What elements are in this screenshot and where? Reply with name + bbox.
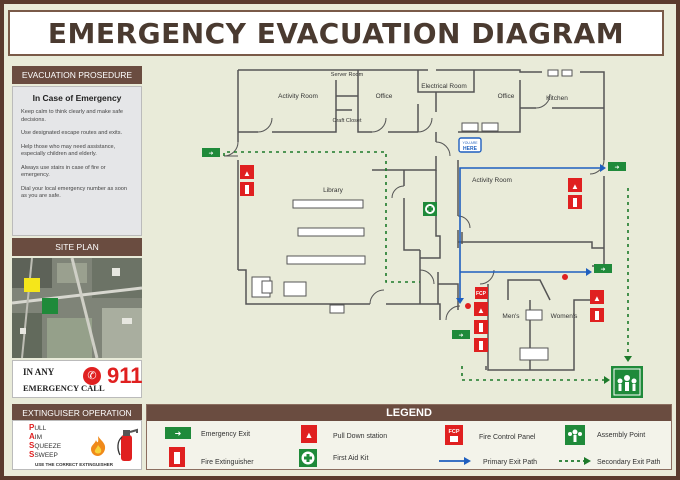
emergency-exit-icon: ➜	[165, 427, 191, 439]
room-label: Kitchen	[546, 95, 568, 102]
svg-text:➜: ➜	[614, 165, 619, 171]
pass-step: SQUEEZE	[29, 441, 62, 450]
extinguisher-header: EXTINGUISER OPERATION	[12, 404, 142, 422]
first-aid-icon	[423, 202, 437, 216]
emergency-call-panel: IN ANY ✆ 911 EMERGENCY CALL	[12, 360, 143, 398]
svg-text:▲: ▲	[571, 182, 579, 191]
svg-text:YOU ARE: YOU ARE	[462, 141, 478, 145]
pull-station-icon	[240, 165, 254, 179]
room-label: Server Room	[331, 72, 364, 78]
floor-plan: Activity Room Server Room Craft Closet O…	[146, 64, 672, 400]
svg-text:▲: ▲	[243, 169, 251, 178]
pass-step: SSWEEP	[29, 450, 58, 459]
room-label: Craft Closet	[332, 118, 362, 124]
emergency-call-line1: IN ANY	[23, 367, 55, 377]
svg-text:➜: ➜	[175, 429, 182, 438]
legend-label: Secondary Exit Path	[597, 459, 661, 466]
legend-panel: LEGEND ➜ Emergency Exit Fire Extinguishe…	[146, 404, 672, 470]
svg-text:▲: ▲	[305, 430, 314, 440]
fire-control-panel-icon: FCP	[445, 425, 463, 445]
procedure-item: Keep calm to think clearly and make safe…	[21, 109, 123, 123]
secondary-path-icon	[559, 457, 591, 465]
page-title: EMERGENCY EVACUATION DIAGRAM	[8, 10, 664, 56]
room-label: Office	[376, 93, 393, 100]
extinguisher-icon	[117, 428, 138, 461]
legend-header: LEGEND	[147, 405, 671, 421]
room-label: Library	[323, 187, 344, 194]
emergency-exit-icon: ➜	[594, 264, 612, 273]
svg-text:➜: ➜	[208, 151, 213, 157]
legend-label: Fire Control Panel	[479, 434, 536, 441]
extinguisher-panel: PULL AIM SQUEEZE SSWEEP USE THE CORRECT …	[12, 420, 142, 470]
svg-text:HERE: HERE	[463, 146, 478, 152]
room-label: Activity Room	[278, 93, 318, 100]
emergency-number: 911	[107, 363, 143, 388]
fire-extinguisher-icon	[169, 447, 185, 467]
pass-step: AIM	[29, 432, 43, 441]
assembly-point-icon	[611, 366, 643, 398]
procedure-subtitle: In Case of Emergency	[32, 93, 122, 103]
procedure-panel: In Case of Emergency Keep calm to think …	[12, 86, 142, 236]
legend-label: Emergency Exit	[201, 431, 251, 438]
pull-station-icon	[568, 178, 582, 192]
pull-station-icon	[474, 302, 488, 316]
pass-step: PULL	[29, 423, 47, 432]
emergency-call-line2: EMERGENCY CALL	[23, 383, 105, 393]
legend-label: First Aid Kit	[333, 455, 369, 462]
room-label: Electrical Room	[421, 83, 467, 90]
svg-text:➜: ➜	[600, 267, 605, 273]
legend-label: Fire Extinguisher	[201, 459, 254, 466]
procedure-item: Use designated escape routes and exits.	[21, 130, 123, 137]
procedure-item: Help those who may need assistance, espe…	[21, 143, 116, 158]
site-plan-header: SITE PLAN	[12, 238, 142, 256]
room-label: Activity Room	[472, 177, 512, 184]
assembly-point-icon	[565, 425, 585, 445]
legend-label: Primary Exit Path	[483, 459, 538, 466]
svg-text:FCP: FCP	[449, 429, 460, 435]
pull-station-icon	[590, 290, 604, 304]
pull-station-icon: ▲	[301, 425, 317, 443]
site-plan-map	[12, 258, 142, 358]
emergency-exit-icon: ➜	[202, 148, 220, 157]
procedure-item: Always use stairs in case of fire or eme…	[21, 164, 106, 179]
svg-text:▲: ▲	[593, 294, 601, 303]
extinguisher-note: USE THE CORRECT EXTINGUISHER	[35, 462, 114, 467]
procedure-item: Dial your local emergency number as soon…	[21, 185, 128, 200]
you-are-here-sign: YOU ARE HERE	[458, 137, 482, 153]
site-location-marker	[24, 278, 40, 292]
fire-control-panel-icon	[475, 287, 488, 299]
room-label: Office	[498, 93, 515, 100]
emergency-exit-icon: ➜	[608, 162, 626, 171]
legend-label: Pull Down station	[333, 433, 388, 440]
emergency-exit-icon: ➜	[452, 330, 470, 339]
room-label: Women's	[551, 313, 579, 320]
primary-path-icon	[439, 457, 471, 465]
room-label: Men's	[502, 313, 520, 320]
svg-text:▲: ▲	[477, 306, 485, 315]
fcp-label: FCP	[476, 291, 487, 297]
procedure-header: EVACUATION PROSEDURE	[12, 66, 142, 84]
phone-icon: ✆	[83, 367, 101, 385]
first-aid-icon	[299, 449, 317, 467]
site-assembly-marker	[42, 298, 58, 314]
legend-label: Assembly Point	[597, 432, 646, 439]
fire-icon	[91, 436, 106, 456]
svg-text:➜: ➜	[458, 333, 463, 339]
